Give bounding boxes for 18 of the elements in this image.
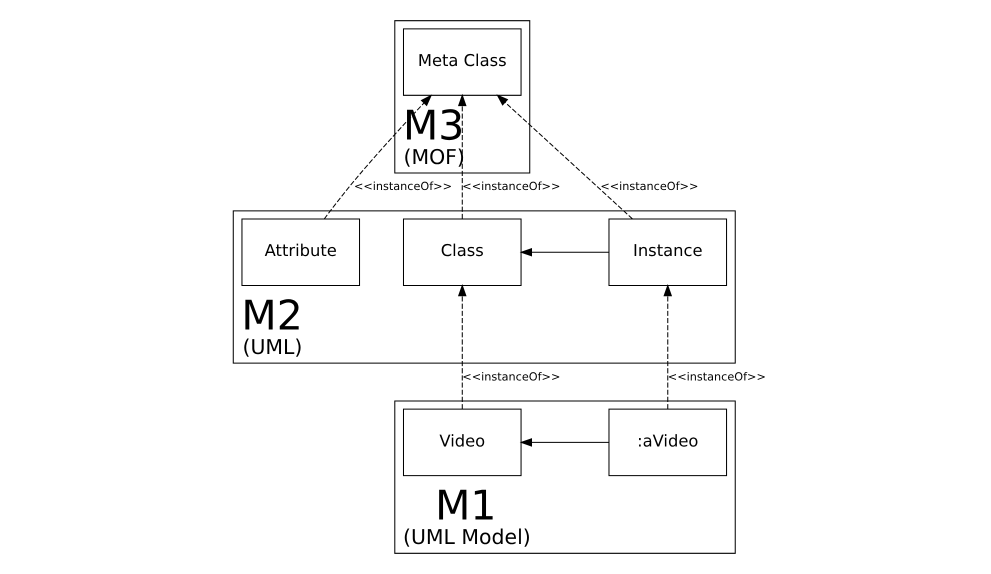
node-box: Meta Class	[402, 28, 522, 96]
edge-label: <<instanceOf>>	[600, 180, 698, 194]
arrow	[458, 284, 467, 410]
arrow	[520, 248, 609, 257]
edge-label: <<instanceOf>>	[462, 370, 560, 384]
arrow	[324, 94, 432, 220]
node-box: Instance	[608, 218, 728, 286]
arrow	[663, 284, 672, 410]
edge-label: <<instanceOf>>	[354, 180, 452, 194]
node-box: :aVideo	[608, 408, 728, 476]
node-box: Video	[402, 408, 522, 476]
arrow	[496, 94, 633, 220]
edge-label: <<instanceOf>>	[462, 180, 560, 194]
node-box: Class	[402, 218, 522, 286]
arrow	[520, 438, 609, 447]
edge-label: <<instanceOf>>	[668, 370, 766, 384]
node-box: Attribute	[241, 218, 360, 286]
arrow	[458, 94, 467, 219]
